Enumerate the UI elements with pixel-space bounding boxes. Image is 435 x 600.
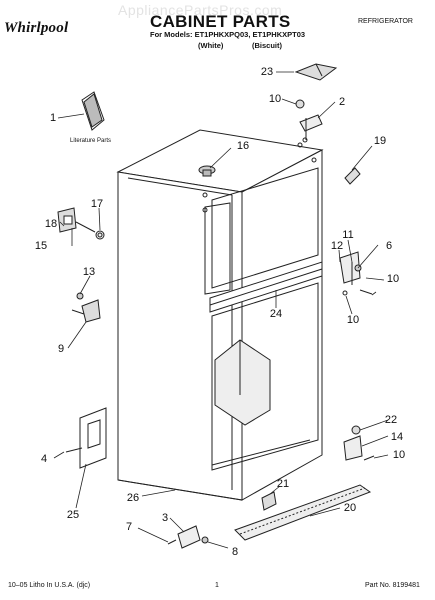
callout-7: 7 [125, 521, 133, 533]
callout-4: 4 [40, 453, 48, 465]
callout-9: 9 [57, 343, 65, 355]
callout-19: 19 [373, 135, 387, 147]
callout-2: 2 [338, 96, 346, 108]
cabinet-shell [116, 129, 324, 501]
literature-label: Literature Parts [70, 138, 112, 144]
callout-8: 8 [231, 546, 239, 558]
callout-1: 1 [49, 112, 57, 124]
callout-10: 10 [268, 93, 282, 105]
callout-15: 15 [34, 240, 48, 252]
callout-13: 13 [82, 266, 96, 278]
literature-booklet [81, 91, 105, 131]
callout-18: 18 [44, 218, 58, 230]
callout-6: 6 [385, 240, 393, 252]
appliance-type: REFRIGERATOR [358, 18, 413, 25]
callout-24: 24 [269, 308, 283, 320]
callout-17: 17 [90, 198, 104, 210]
brand-logo: Whirlpool [4, 20, 69, 36]
callout-20: 20 [343, 502, 357, 514]
callout-10: 10 [346, 314, 360, 326]
variant-biscuit: (Biscuit) [252, 41, 282, 50]
models-line: For Models: ET1PHKXPQ03, ET1PHKXPT03 [150, 30, 306, 39]
watermark: AppliancePartsPros.com [118, 2, 283, 18]
footer-litho: 10–05 Litho In U.S.A. (djc) [8, 582, 91, 589]
callout-23: 23 [260, 66, 274, 78]
callout-25: 25 [66, 509, 80, 521]
callout-11: 11 [342, 229, 354, 241]
callout-10: 10 [392, 449, 406, 461]
variant-white: (White) [198, 41, 224, 50]
callout-22: 22 [384, 414, 398, 426]
callout-16: 16 [236, 140, 250, 152]
footer-part-number: Part No. 8199481 [365, 582, 420, 589]
callout-10: 10 [386, 273, 400, 285]
callout-12: 12 [330, 240, 344, 252]
callout-26: 26 [126, 492, 140, 504]
page-title: CABINET PARTS [150, 12, 291, 31]
callout-14: 14 [390, 431, 404, 443]
callout-21: 21 [276, 478, 290, 490]
callout-3: 3 [161, 512, 169, 524]
footer-page-number: 1 [215, 582, 219, 589]
